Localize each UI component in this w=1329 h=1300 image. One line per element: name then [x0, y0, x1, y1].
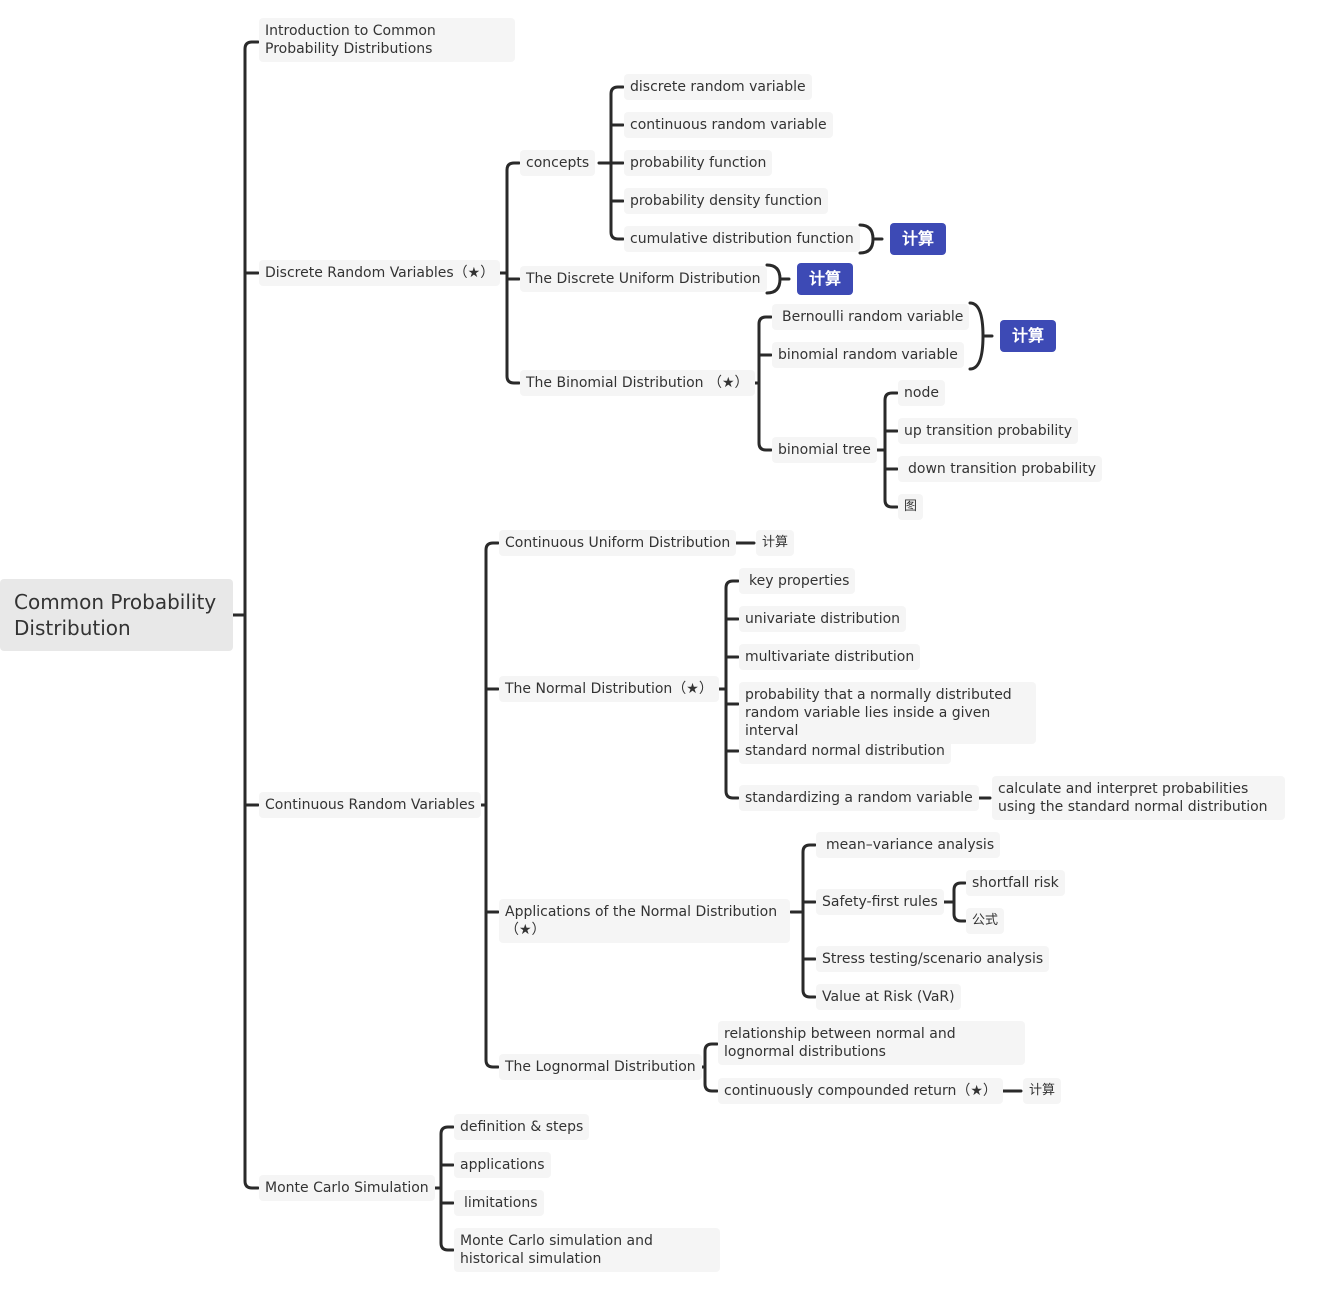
topic-calculate-interpret-probabilities[interactable]: calculate and interpret probabilities us… — [992, 776, 1285, 820]
connector-mc — [427, 1125, 455, 1252]
calc-tag-cdf[interactable]: 计算 — [890, 223, 946, 255]
topic-formula[interactable]: 公式 — [966, 908, 1005, 934]
topic-mean-variance-analysis[interactable]: mean–variance analysis — [816, 832, 1001, 858]
topic-binomial-random-variable[interactable]: binomial random variable — [772, 342, 964, 368]
topic-figure[interactable]: 图 — [898, 494, 924, 520]
topic-intro[interactable]: Introduction to Common Probability Distr… — [259, 18, 515, 62]
topic-monte-carlo-simulation[interactable]: Monte Carlo Simulation — [259, 1175, 435, 1201]
topic-mc-vs-historical[interactable]: Monte Carlo simulation and historical si… — [454, 1228, 720, 1272]
topic-limitations[interactable]: limitations — [454, 1190, 544, 1216]
connector-root — [231, 40, 260, 1190]
connector-normal — [712, 579, 740, 800]
connector-safety — [940, 881, 967, 923]
topic-discrete-random-variables[interactable]: Discrete Random Variables（★） — [259, 260, 501, 286]
topic-lognormal-distribution[interactable]: The Lognormal Distribution — [499, 1054, 702, 1080]
topic-univariate-distribution[interactable]: univariate distribution — [739, 606, 907, 632]
topic-applications[interactable]: applications — [454, 1152, 551, 1178]
connector-apps — [789, 843, 817, 999]
topic-definition-steps[interactable]: definition & steps — [454, 1114, 590, 1140]
topic-standardizing-random-variable[interactable]: standardizing a random variable — [739, 785, 979, 811]
topic-continuous-random-variable[interactable]: continuous random variable — [624, 112, 833, 138]
calc-tag-binomial[interactable]: 计算 — [1000, 320, 1056, 352]
topic-binomial-distribution[interactable]: The Binomial Distribution （★） — [520, 370, 755, 396]
topic-safety-first-rules[interactable]: Safety-first rules — [816, 889, 944, 915]
topic-probability-interval[interactable]: probability that a normally distributed … — [739, 682, 1036, 744]
topic-concepts[interactable]: concepts — [520, 150, 596, 176]
topic-probability-density-function[interactable]: probability density function — [624, 188, 829, 214]
topic-stress-testing[interactable]: Stress testing/scenario analysis — [816, 946, 1050, 972]
brace-binom — [968, 301, 994, 371]
topic-continuous-random-variables[interactable]: Continuous Random Variables — [259, 792, 481, 818]
topic-cud-calc[interactable]: 计算 — [756, 530, 795, 556]
topic-down-transition-probability[interactable]: down transition probability — [898, 456, 1103, 482]
topic-ccr-calc[interactable]: 计算 — [1023, 1078, 1062, 1104]
connector-discrete — [493, 161, 521, 385]
brace-cdf — [858, 223, 884, 255]
topic-continuous-uniform-distribution[interactable]: Continuous Uniform Distribution — [499, 530, 737, 556]
brace-dud — [765, 263, 791, 295]
calc-tag-dud[interactable]: 计算 — [797, 263, 853, 295]
topic-shortfall-risk[interactable]: shortfall risk — [966, 870, 1065, 896]
topic-value-at-risk[interactable]: Value at Risk (VaR) — [816, 984, 961, 1010]
topic-normal-lognormal-relationship[interactable]: relationship between normal and lognorma… — [718, 1021, 1025, 1065]
topic-cumulative-distribution-function[interactable]: cumulative distribution function — [624, 226, 860, 252]
topic-normal-distribution[interactable]: The Normal Distribution（★） — [499, 676, 719, 702]
topic-standard-normal-distribution[interactable]: standard normal distribution — [739, 738, 951, 764]
connector-bintree — [871, 391, 899, 509]
root-topic[interactable]: Common Probability Distribution — [0, 579, 233, 651]
topic-continuously-compounded-return[interactable]: continuously compounded return（★） — [718, 1078, 1003, 1104]
topic-probability-function[interactable]: probability function — [624, 150, 773, 176]
topic-discrete-uniform-distribution[interactable]: The Discrete Uniform Distribution — [520, 266, 767, 292]
topic-binomial-tree[interactable]: binomial tree — [772, 437, 877, 463]
topic-up-transition-probability[interactable]: up transition probability — [898, 418, 1079, 444]
connector-concepts — [597, 85, 625, 241]
topic-multivariate-distribution[interactable]: multivariate distribution — [739, 644, 921, 670]
topic-bernoulli-random-variable[interactable]: Bernoulli random variable — [772, 304, 970, 330]
topic-node[interactable]: node — [898, 380, 945, 406]
topic-key-properties[interactable]: key properties — [739, 568, 856, 594]
topic-discrete-random-variable[interactable]: discrete random variable — [624, 74, 812, 100]
topic-applications-normal-distribution[interactable]: Applications of the Normal Distribution（… — [499, 899, 790, 943]
